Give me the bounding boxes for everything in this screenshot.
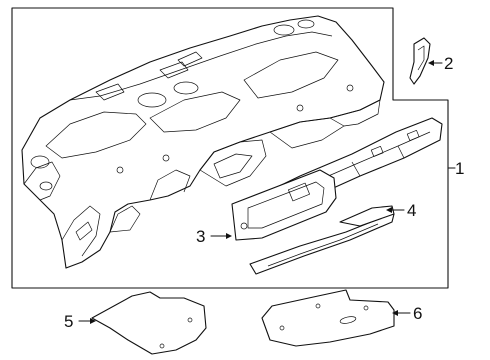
callout-3: 3 xyxy=(196,227,205,246)
callout-1: 1 xyxy=(455,159,464,178)
callout-5: 5 xyxy=(64,312,73,331)
floor-cover-panel xyxy=(261,289,395,347)
callout-2: 2 xyxy=(444,54,453,73)
callout-6: 6 xyxy=(413,304,422,323)
leader-lines xyxy=(78,60,443,324)
side-bracket xyxy=(409,37,431,85)
insulator-panel xyxy=(91,291,207,355)
radio-bezel-frame xyxy=(231,169,337,241)
callout-4: 4 xyxy=(407,201,416,220)
instrument-panel xyxy=(21,15,385,269)
assembly-frame xyxy=(11,7,449,289)
